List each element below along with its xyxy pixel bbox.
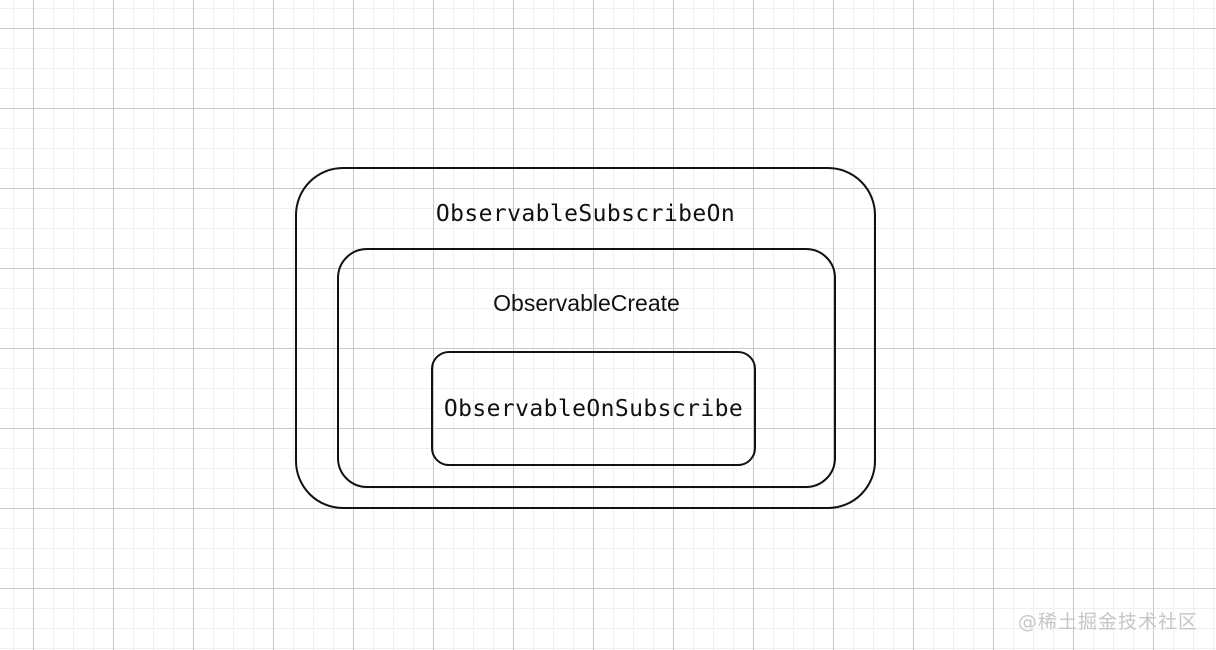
inner-box-observable-on-subscribe: ObservableOnSubscribe bbox=[431, 351, 756, 466]
outer-box-observable-subscribe-on: ObservableSubscribeOn ObservableCreate O… bbox=[295, 167, 876, 509]
outer-box-label: ObservableSubscribeOn bbox=[435, 201, 736, 227]
middle-box-label: ObservableCreate bbox=[493, 290, 680, 316]
juejin-watermark: @稀土掘金技术社区 bbox=[1017, 611, 1198, 633]
middle-box-observable-create: ObservableCreate ObservableOnSubscribe bbox=[337, 248, 836, 488]
inner-box-label: ObservableOnSubscribe bbox=[443, 395, 744, 422]
